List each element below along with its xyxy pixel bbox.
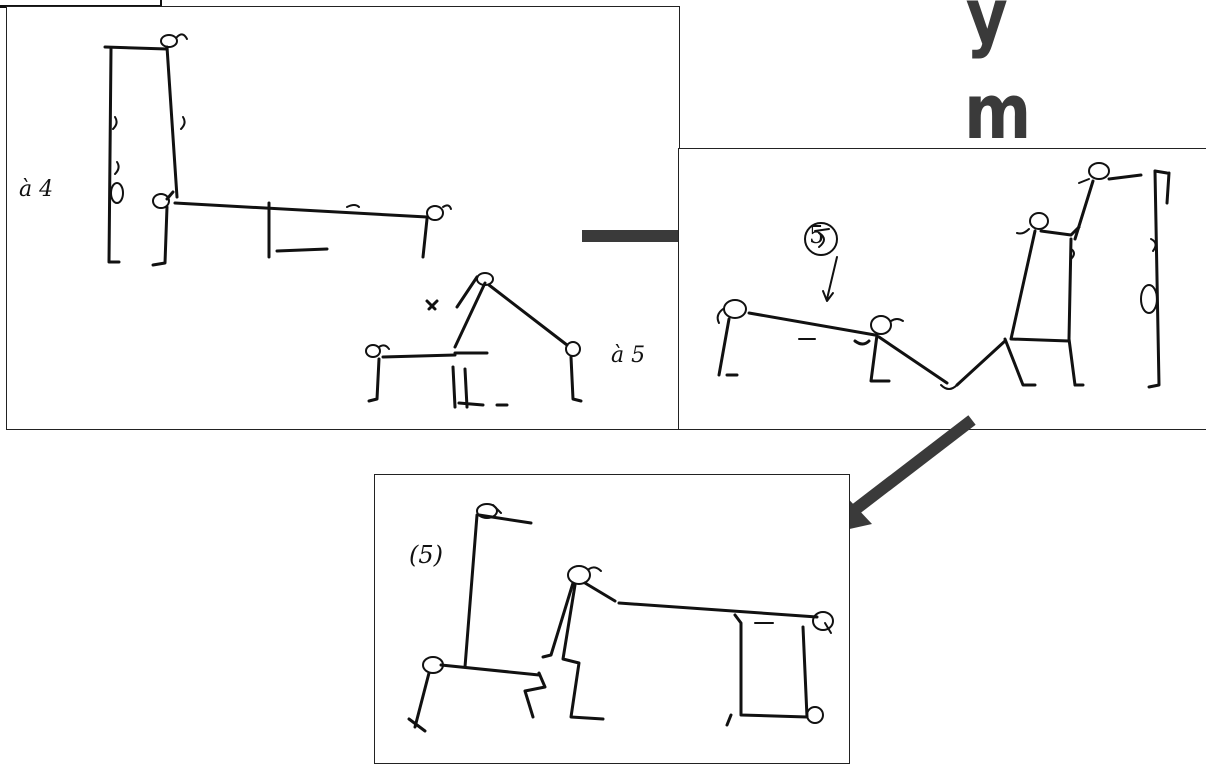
- sketch-panel-1: à 4 à 5: [6, 6, 680, 430]
- sketch-drawing-1: [103, 33, 583, 409]
- annotation-a5: à 5: [611, 343, 646, 368]
- sketch-panel-2: 5: [678, 148, 1206, 430]
- sketch-drawing-3: [407, 503, 834, 733]
- letter-m: m: [963, 67, 1032, 156]
- step-label-5: 5: [809, 221, 825, 249]
- letter-y: y: [965, 0, 1008, 60]
- sketch-drawing-2: [716, 162, 1171, 390]
- step-label-5-paren: (5): [409, 541, 443, 569]
- stroke: [103, 45, 169, 51]
- annotation-a4: à 4: [19, 177, 54, 202]
- sketch-panel-3: (5): [374, 474, 850, 764]
